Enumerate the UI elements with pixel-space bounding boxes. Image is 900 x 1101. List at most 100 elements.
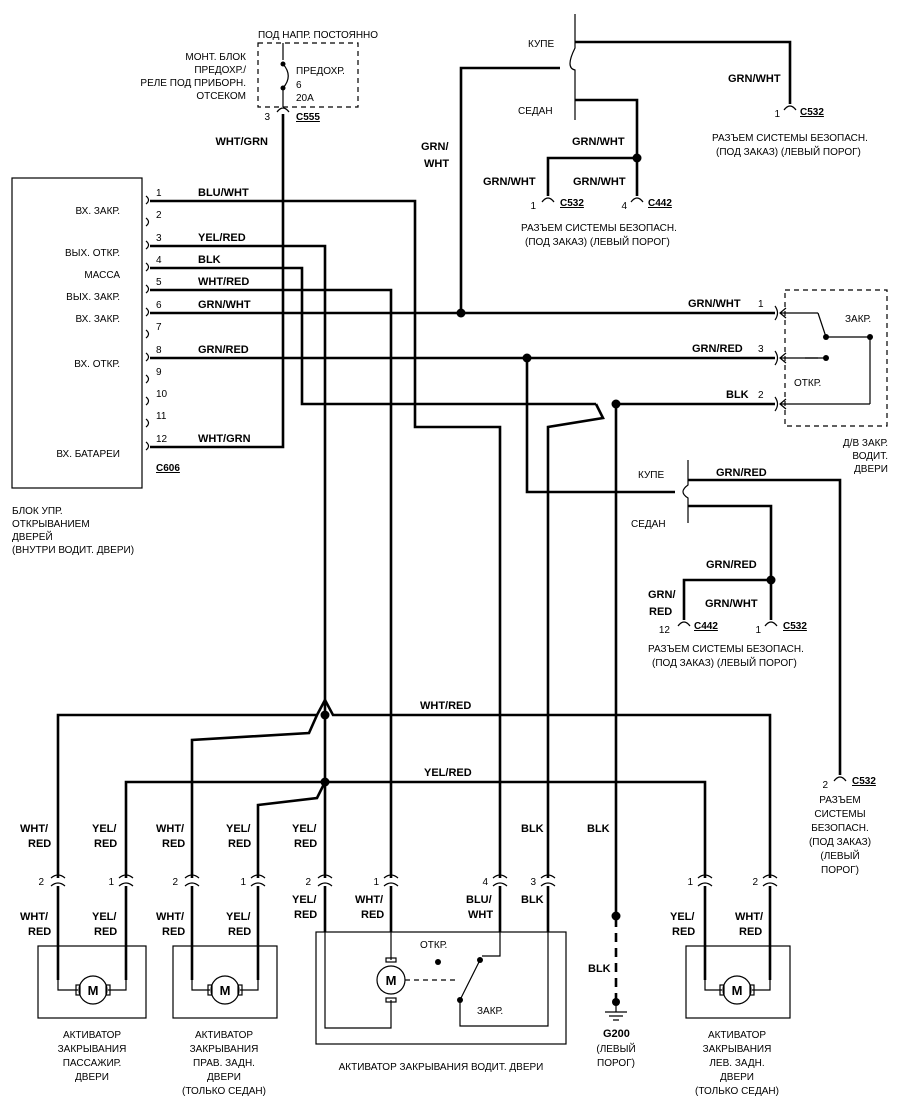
cu-caption-2: ОТКРЫВАНИЕМ (12, 519, 90, 530)
motor-icon (78, 975, 108, 1005)
cu-in-unlock: ВХ. ОТКР. (74, 359, 120, 370)
cu-pin-5: 5 (156, 277, 162, 288)
svg-text:RED: RED (294, 838, 317, 850)
svg-text:RED: RED (672, 926, 695, 938)
top-c532-right-symbol (783, 105, 797, 111)
mid-caption-b: (ПОД ЗАКАЗ) (ЛЕВЫЙ ПОРОГ) (652, 656, 797, 669)
fuse-block-line-3: РЕЛЕ ПОД ПРИБОРН. (140, 78, 246, 89)
mid-wire-red: RED (649, 606, 672, 618)
mid-security-connector: КУПЕ СЕДАН GRN/RED GRN/RED GRN/WHT GRN/ … (631, 460, 807, 669)
svg-text:RED: RED (94, 838, 117, 850)
svg-text:YEL/: YEL/ (92, 911, 116, 923)
fuse-block-line-4: ОТСЕКОМ (196, 91, 246, 102)
ds-pin-1: 1 (758, 299, 764, 310)
cu-out-lock: ВЫХ. ЗАКР. (66, 292, 120, 303)
cu-caption-4: (ВНУТРИ ВОДИТ. ДВЕРИ) (12, 545, 134, 556)
wire-sedan-c532 (546, 156, 637, 196)
top-caption-2a: РАЗЪЕМ СИСТЕМЫ БЕЗОПАСН. (521, 223, 677, 234)
svg-text:WHT/: WHT/ (156, 823, 184, 835)
riser-grn: GRN/ (421, 141, 449, 153)
svg-text:RED: RED (162, 926, 185, 938)
fuse-wire-label: WHT/GRN (215, 136, 268, 148)
svg-text:2: 2 (38, 877, 44, 888)
cu-pin-4: 4 (156, 255, 162, 266)
svg-text:BLU/: BLU/ (466, 894, 492, 906)
right-c532-symbol (833, 776, 847, 782)
top-c442-symbol (630, 197, 644, 203)
mid-c442-symbol (677, 621, 691, 627)
top-wire-grnwht-4: GRN/WHT (573, 176, 626, 188)
cu-pin-7: 7 (156, 322, 162, 333)
fuse-line-1: ПРЕДОХР. (296, 66, 345, 77)
wire-coupe-c532 (575, 40, 792, 104)
mid-coupe-sedan-brace (682, 460, 689, 523)
mid-c532-id: C532 (783, 621, 807, 632)
cu-pin-12: 12 (156, 434, 168, 445)
svg-text:RED: RED (28, 926, 51, 938)
cu-out-unlock: ВЫХ. ОТКР. (65, 248, 120, 259)
top-c442-id: C442 (648, 198, 672, 209)
svg-text:WHT/: WHT/ (156, 911, 184, 923)
coupe-sedan-brace (569, 14, 576, 120)
cu-wire-blk: BLK (198, 254, 221, 266)
svg-text:RED: RED (28, 838, 51, 850)
fuse-box-outline (257, 42, 359, 108)
svg-text:(ЛЕВЫЙ: (ЛЕВЫЙ (596, 1042, 635, 1055)
ground-wire-label: BLK (588, 963, 611, 975)
cu-pin-brackets (145, 195, 150, 451)
cu-battery-in: ВХ. БАТАРЕИ (56, 449, 120, 460)
c555-pin: 3 (264, 112, 270, 123)
ds-wire-1: GRN/WHT (688, 298, 741, 310)
cu-wire-grn-wht: GRN/WHT (198, 299, 251, 311)
svg-text:АКТИВАТОР: АКТИВАТОР (708, 1030, 766, 1041)
top-security-connector: КУПЕ СЕДАН GRN/WHT GRN/WHT GRN/WHT GRN/W… (421, 14, 868, 248)
cu-caption-3: ДВЕРЕЙ (12, 530, 53, 543)
svg-text:ДВЕРИ: ДВЕРИ (75, 1072, 109, 1083)
ds-pin-2: 2 (758, 390, 764, 401)
svg-text:АКТИВАТОР: АКТИВАТОР (195, 1030, 253, 1041)
svg-text:ЗАКРЫВАНИЯ: ЗАКРЫВАНИЯ (703, 1044, 772, 1055)
svg-text:YEL/: YEL/ (292, 894, 316, 906)
mid-wire-grnred-2: GRN/RED (706, 559, 757, 571)
svg-text:YEL/: YEL/ (292, 823, 316, 835)
ds-arrow-3 (779, 352, 805, 364)
svg-text:YEL/: YEL/ (92, 823, 116, 835)
top-c532-pin: 1 (530, 201, 536, 212)
cu-in-lock-1: ВХ. ЗАКР. (75, 206, 120, 217)
bottom-upper-labels: WHT/ RED YEL/ RED WHT/ RED YEL/ RED YEL/… (20, 823, 610, 850)
mid-c442-id: C442 (694, 621, 718, 632)
svg-text:ПОРОГ): ПОРОГ) (597, 1058, 635, 1069)
mid-wire-grnwht: GRN/WHT (705, 598, 758, 610)
svg-text:ЗАКР.: ЗАКР. (477, 1006, 503, 1017)
wire-bus-wht-red (56, 697, 772, 878)
right-rear-door-actuator: M АКТИВАТОР ЗАКРЫВАНИЯ ПРАВ. ЗАДН. ДВЕРИ… (172, 945, 278, 1097)
wire-wht-grn (150, 114, 285, 449)
fuse-line-2: 6 (296, 80, 302, 91)
svg-text:4: 4 (482, 877, 488, 888)
ground-id: G200 (603, 1028, 630, 1040)
right-security-connector: 2 C532 РАЗЪЕМ СИСТЕМЫ БЕЗОПАСН. (ПОД ЗАК… (809, 776, 876, 876)
cu-wire-wht-grn: WHT/GRN (198, 433, 251, 445)
top-sedan: СЕДАН (518, 106, 553, 117)
mid-c532-pin: 1 (755, 625, 761, 636)
fuse-line-3: 20A (296, 93, 314, 104)
top-c442-pin: 4 (621, 201, 627, 212)
svg-text:ЛЕВ. ЗАДН.: ЛЕВ. ЗАДН. (709, 1058, 764, 1069)
wire-blu-wht (150, 199, 502, 878)
svg-text:2: 2 (752, 877, 758, 888)
ds-caption-3: ДВЕРИ (854, 464, 888, 475)
right-caption-1: РАЗЪЕМ (819, 795, 861, 806)
driver-door-lock-switch: GRN/WHT 1 GRN/RED 3 BLK 2 ЗАКР. ОТКР. Д/… (688, 289, 888, 475)
svg-text:1: 1 (687, 877, 693, 888)
right-c532-id: C532 (852, 776, 876, 787)
cu-pin-6: 6 (156, 300, 162, 311)
wire-sedan-c442 (575, 98, 639, 196)
driver-door-actuator: M ОТКР. ЗАКР. АКТИВАТОР ЗАКРЫВАНИЯ ВОДИТ… (315, 931, 567, 1073)
wire-bus-wht-red-branch (190, 714, 319, 878)
ground-g200: G200 (ЛЕВЫЙ ПОРОГ) (596, 998, 636, 1069)
right-caption-6: ПОРОГ) (821, 865, 859, 876)
mid-coupe: КУПЕ (638, 470, 664, 481)
svg-text:RED: RED (228, 926, 251, 938)
top-coupe: КУПЕ (528, 39, 554, 50)
